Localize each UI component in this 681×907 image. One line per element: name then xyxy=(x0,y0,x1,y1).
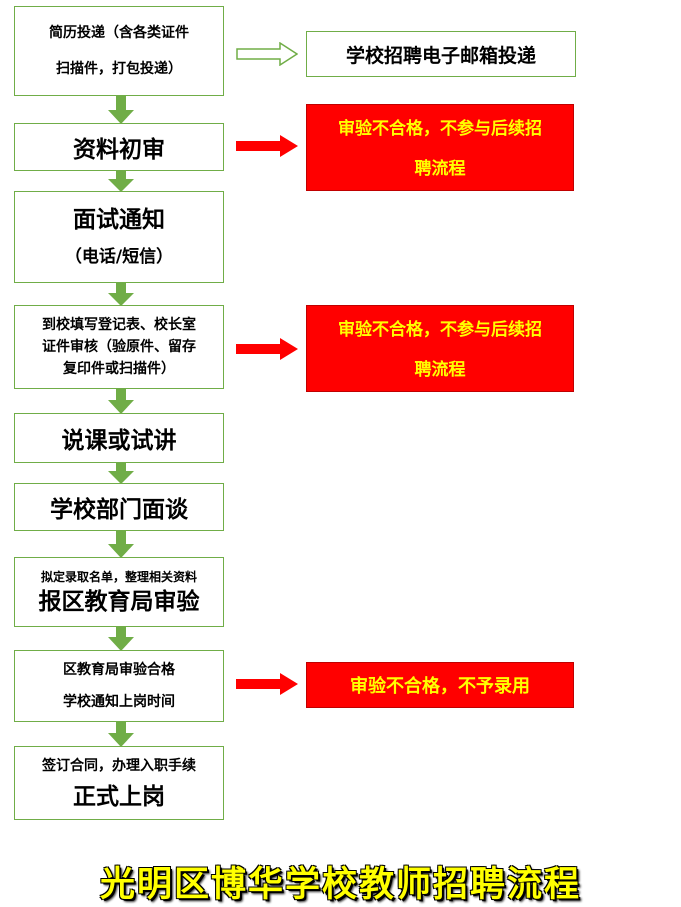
step-label: 正式上岗 xyxy=(73,784,165,810)
step-label: 证件审核（验原件、留存 xyxy=(42,339,196,355)
hollow-arrow-icon xyxy=(236,42,298,66)
step-admission-list: 拟定录取名单，整理相关资料 报区教育局审验 xyxy=(14,557,224,627)
reject-label: 聘流程 xyxy=(414,359,466,380)
reject-label: 聘流程 xyxy=(414,158,466,179)
step-label: 报区教育局审验 xyxy=(38,589,200,615)
reject-label: 审验不合格，不参与后续招 xyxy=(338,118,542,139)
step-label: 到校填写登记表、校长室 xyxy=(42,317,196,333)
reject-box-registration: 审验不合格，不参与后续招 聘流程 xyxy=(306,305,574,392)
step-label: 简历投递（含各类证件 xyxy=(49,25,189,41)
step-label: （电话/短信） xyxy=(64,247,174,267)
step-bureau-approval: 区教育局审验合格 学校通知上岗时间 xyxy=(14,650,224,722)
reject-arrow-icon xyxy=(236,338,298,360)
email-submission-label: 学校招聘电子邮箱投递 xyxy=(345,44,536,67)
reject-box-initial: 审验不合格，不参与后续招 聘流程 xyxy=(306,104,574,191)
flow-arrow-icon xyxy=(108,531,134,558)
step-contract-onboard: 签订合同，办理入职手续 正式上岗 xyxy=(14,746,224,820)
reject-label: 审验不合格，不参与后续招 xyxy=(338,319,542,340)
reject-label: 审验不合格，不予录用 xyxy=(350,676,530,697)
flow-arrow-icon xyxy=(108,171,134,192)
step-label: 复印件或扫描件） xyxy=(63,361,175,377)
reject-arrow-icon xyxy=(236,673,298,695)
step-label: 面试通知 xyxy=(73,207,165,233)
page-title: 光明区博华学校教师招聘流程 xyxy=(99,864,581,905)
email-submission-box: 学校招聘电子邮箱投递 xyxy=(306,31,576,77)
flow-arrow-icon xyxy=(108,722,134,747)
flow-arrow-icon xyxy=(108,96,134,124)
step-label: 资料初审 xyxy=(73,137,165,163)
step-label: 学校通知上岗时间 xyxy=(63,694,175,710)
step-label: 区教育局审验合格 xyxy=(63,662,175,678)
flow-arrow-icon xyxy=(108,283,134,306)
flow-arrow-icon xyxy=(108,389,134,414)
step-initial-review: 资料初审 xyxy=(14,123,224,171)
step-label: 拟定录取名单，整理相关资料 xyxy=(40,570,197,584)
step-registration-check: 到校填写登记表、校长室 证件审核（验原件、留存 复印件或扫描件） xyxy=(14,305,224,389)
step-trial-lecture: 说课或试讲 xyxy=(14,413,224,463)
step-label: 学校部门面谈 xyxy=(50,497,188,523)
step-label: 扫描件，打包投递） xyxy=(56,61,182,77)
flow-arrow-icon xyxy=(108,627,134,651)
reject-arrow-icon xyxy=(236,135,298,157)
step-resume-submit: 简历投递（含各类证件 扫描件，打包投递） xyxy=(14,6,224,96)
step-label: 签订合同，办理入职手续 xyxy=(42,758,196,774)
step-label: 说课或试讲 xyxy=(61,428,177,454)
reject-box-bureau: 审验不合格，不予录用 xyxy=(306,662,574,708)
step-department-talk: 学校部门面谈 xyxy=(14,483,224,531)
step-interview-notice: 面试通知 （电话/短信） xyxy=(14,191,224,283)
flow-arrow-icon xyxy=(108,463,134,484)
